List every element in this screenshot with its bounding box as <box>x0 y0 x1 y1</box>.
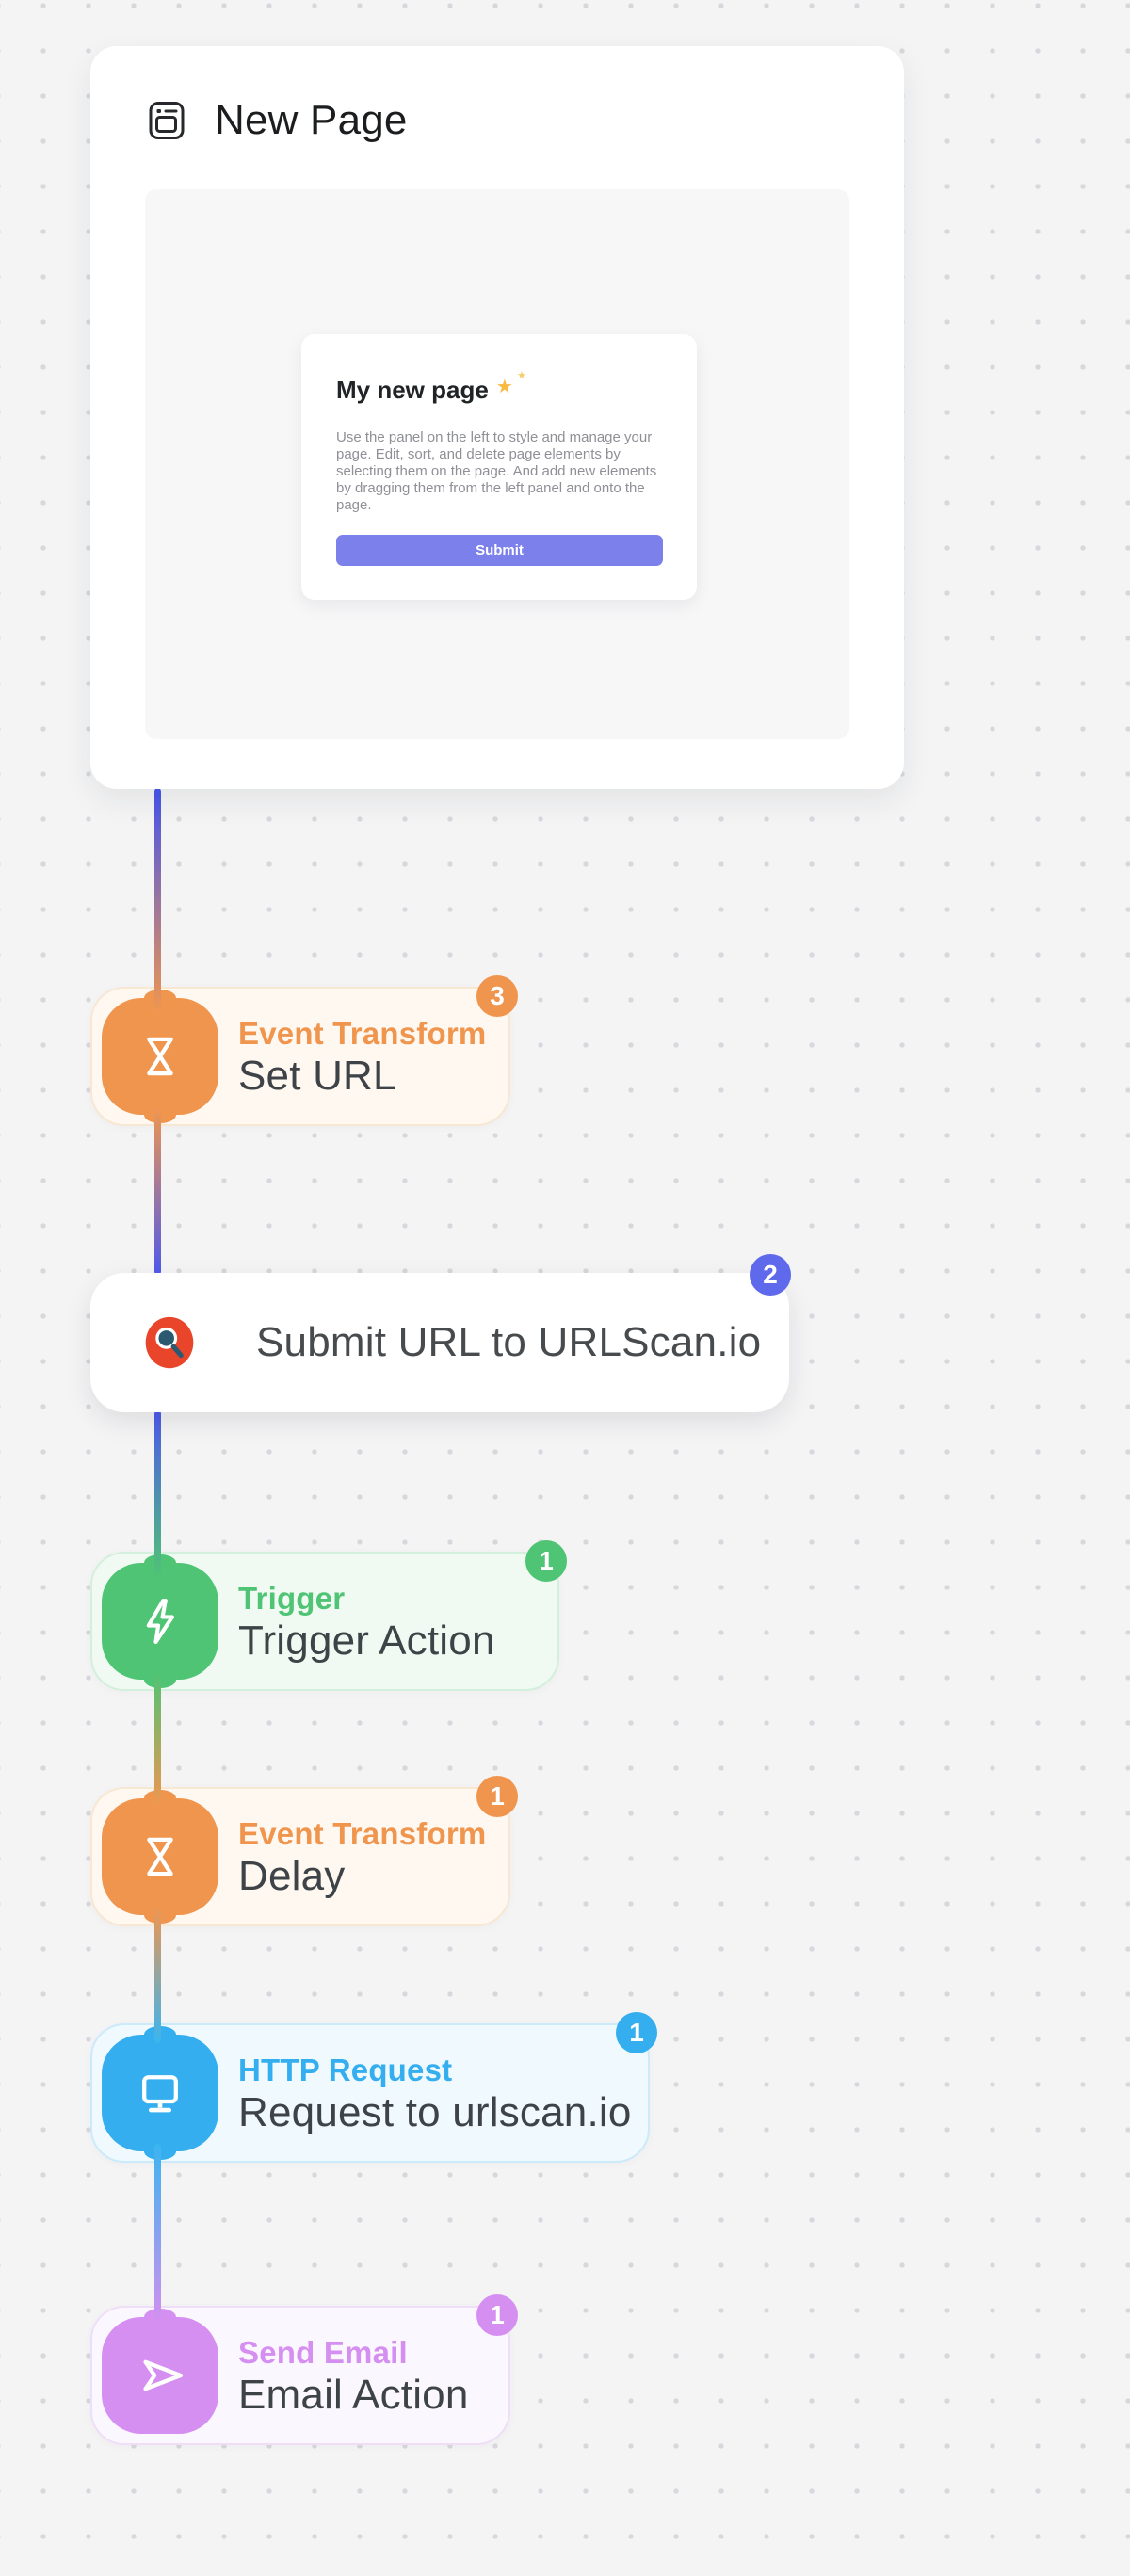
connector-http-to-email <box>154 2144 161 2325</box>
new-page-node[interactable]: New Page My new page Use the panel on th… <box>90 46 904 789</box>
node-set-url[interactable]: Event Transform Set URL 3 <box>90 975 518 1126</box>
connector-seturl-to-urlscan <box>154 1107 161 1275</box>
node-badge: 3 <box>476 975 518 1017</box>
node-name-label: Delay <box>238 1853 346 1899</box>
node-name-label: Set URL <box>238 1053 396 1099</box>
node-badge: 1 <box>616 2012 657 2053</box>
preview-card: My new page Use the panel on the left to… <box>301 334 697 600</box>
node-name-label: Request to urlscan.io <box>238 2089 632 2135</box>
node-submit-url-to-urlscan[interactable]: Submit URL to URLScan.io 2 <box>90 1254 791 1412</box>
node-name-label: Email Action <box>238 2372 469 2418</box>
connector-trigger-to-delay <box>154 1672 161 1806</box>
sparkles-icon <box>496 369 526 403</box>
preview-heading: My new page <box>336 369 663 405</box>
node-type-label: Trigger <box>238 1581 346 1616</box>
urlscan-logo-icon <box>145 1316 194 1369</box>
page-card-header: New Page <box>90 46 904 144</box>
node-delay[interactable]: Event Transform Delay 1 <box>90 1776 518 1926</box>
node-trigger-action[interactable]: Trigger Trigger Action 1 <box>90 1540 567 1691</box>
node-email-action[interactable]: Send Email Email Action 1 <box>90 2294 518 2445</box>
connector-delay-to-http <box>154 1908 161 2043</box>
node-badge: 1 <box>476 1776 518 1817</box>
page-preview-area: My new page Use the panel on the left to… <box>145 189 849 739</box>
send-icon <box>102 2317 218 2434</box>
connector-urlscan-to-trigger <box>154 1410 161 1578</box>
node-name-label: Submit URL to URLScan.io <box>256 1319 762 1365</box>
node-type-label: Event Transform <box>238 1816 487 1851</box>
node-type-label: HTTP Request <box>238 2053 453 2087</box>
connector-page-to-seturl <box>154 788 161 1013</box>
submit-button[interactable]: Submit <box>336 535 663 566</box>
node-http-request[interactable]: HTTP Request Request to urlscan.io 1 <box>90 2012 657 2163</box>
lightning-icon <box>102 1563 218 1680</box>
node-badge: 1 <box>476 2294 518 2336</box>
preview-body-text: Use the panel on the left to style and m… <box>336 429 657 513</box>
node-type-label: Event Transform <box>238 1016 487 1051</box>
browser-window-icon <box>149 102 185 139</box>
monitor-icon <box>102 2035 218 2151</box>
hourglass-icon <box>102 1798 218 1915</box>
node-type-label: Send Email <box>238 2335 408 2370</box>
node-name-label: Trigger Action <box>238 1618 495 1664</box>
page-title: New Page <box>215 97 408 143</box>
node-badge: 1 <box>525 1540 567 1582</box>
node-badge: 2 <box>750 1254 791 1296</box>
hourglass-icon <box>102 998 218 1115</box>
